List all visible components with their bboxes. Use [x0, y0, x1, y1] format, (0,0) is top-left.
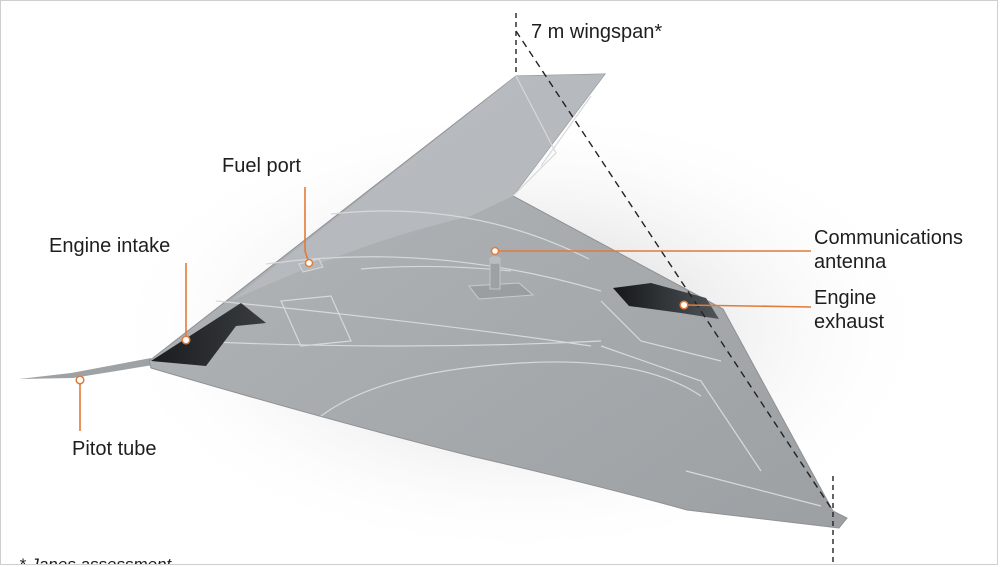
wingspan-label: 7 m wingspan*	[531, 21, 663, 43]
fuel-port-label: Fuel port	[222, 155, 301, 177]
communications-antenna-shape	[468, 256, 535, 300]
airframe-highlight	[231, 74, 605, 301]
engine-exhaust-label-line2: exhaust	[814, 311, 885, 333]
leader-dots	[75, 246, 689, 385]
engine-exhaust-label: Engine exhaust	[814, 286, 884, 334]
communications-antenna-label-line1: Communications	[814, 227, 963, 249]
communications-antenna-label: Communications antenna	[814, 226, 963, 274]
footnote: * Janes assessment	[19, 555, 172, 565]
pitot-tube-label: Pitot tube	[72, 438, 157, 460]
engine-exhaust-label-line1: Engine	[814, 287, 877, 309]
engine-intake-label: Engine intake	[49, 235, 171, 257]
communications-antenna-label-line2: antenna	[814, 251, 887, 273]
wingspan-dimension	[515, 13, 834, 564]
engine-exhaust-shape	[613, 283, 719, 319]
pitot-tube-shape	[19, 358, 153, 379]
engine-intake-shape	[151, 303, 266, 366]
